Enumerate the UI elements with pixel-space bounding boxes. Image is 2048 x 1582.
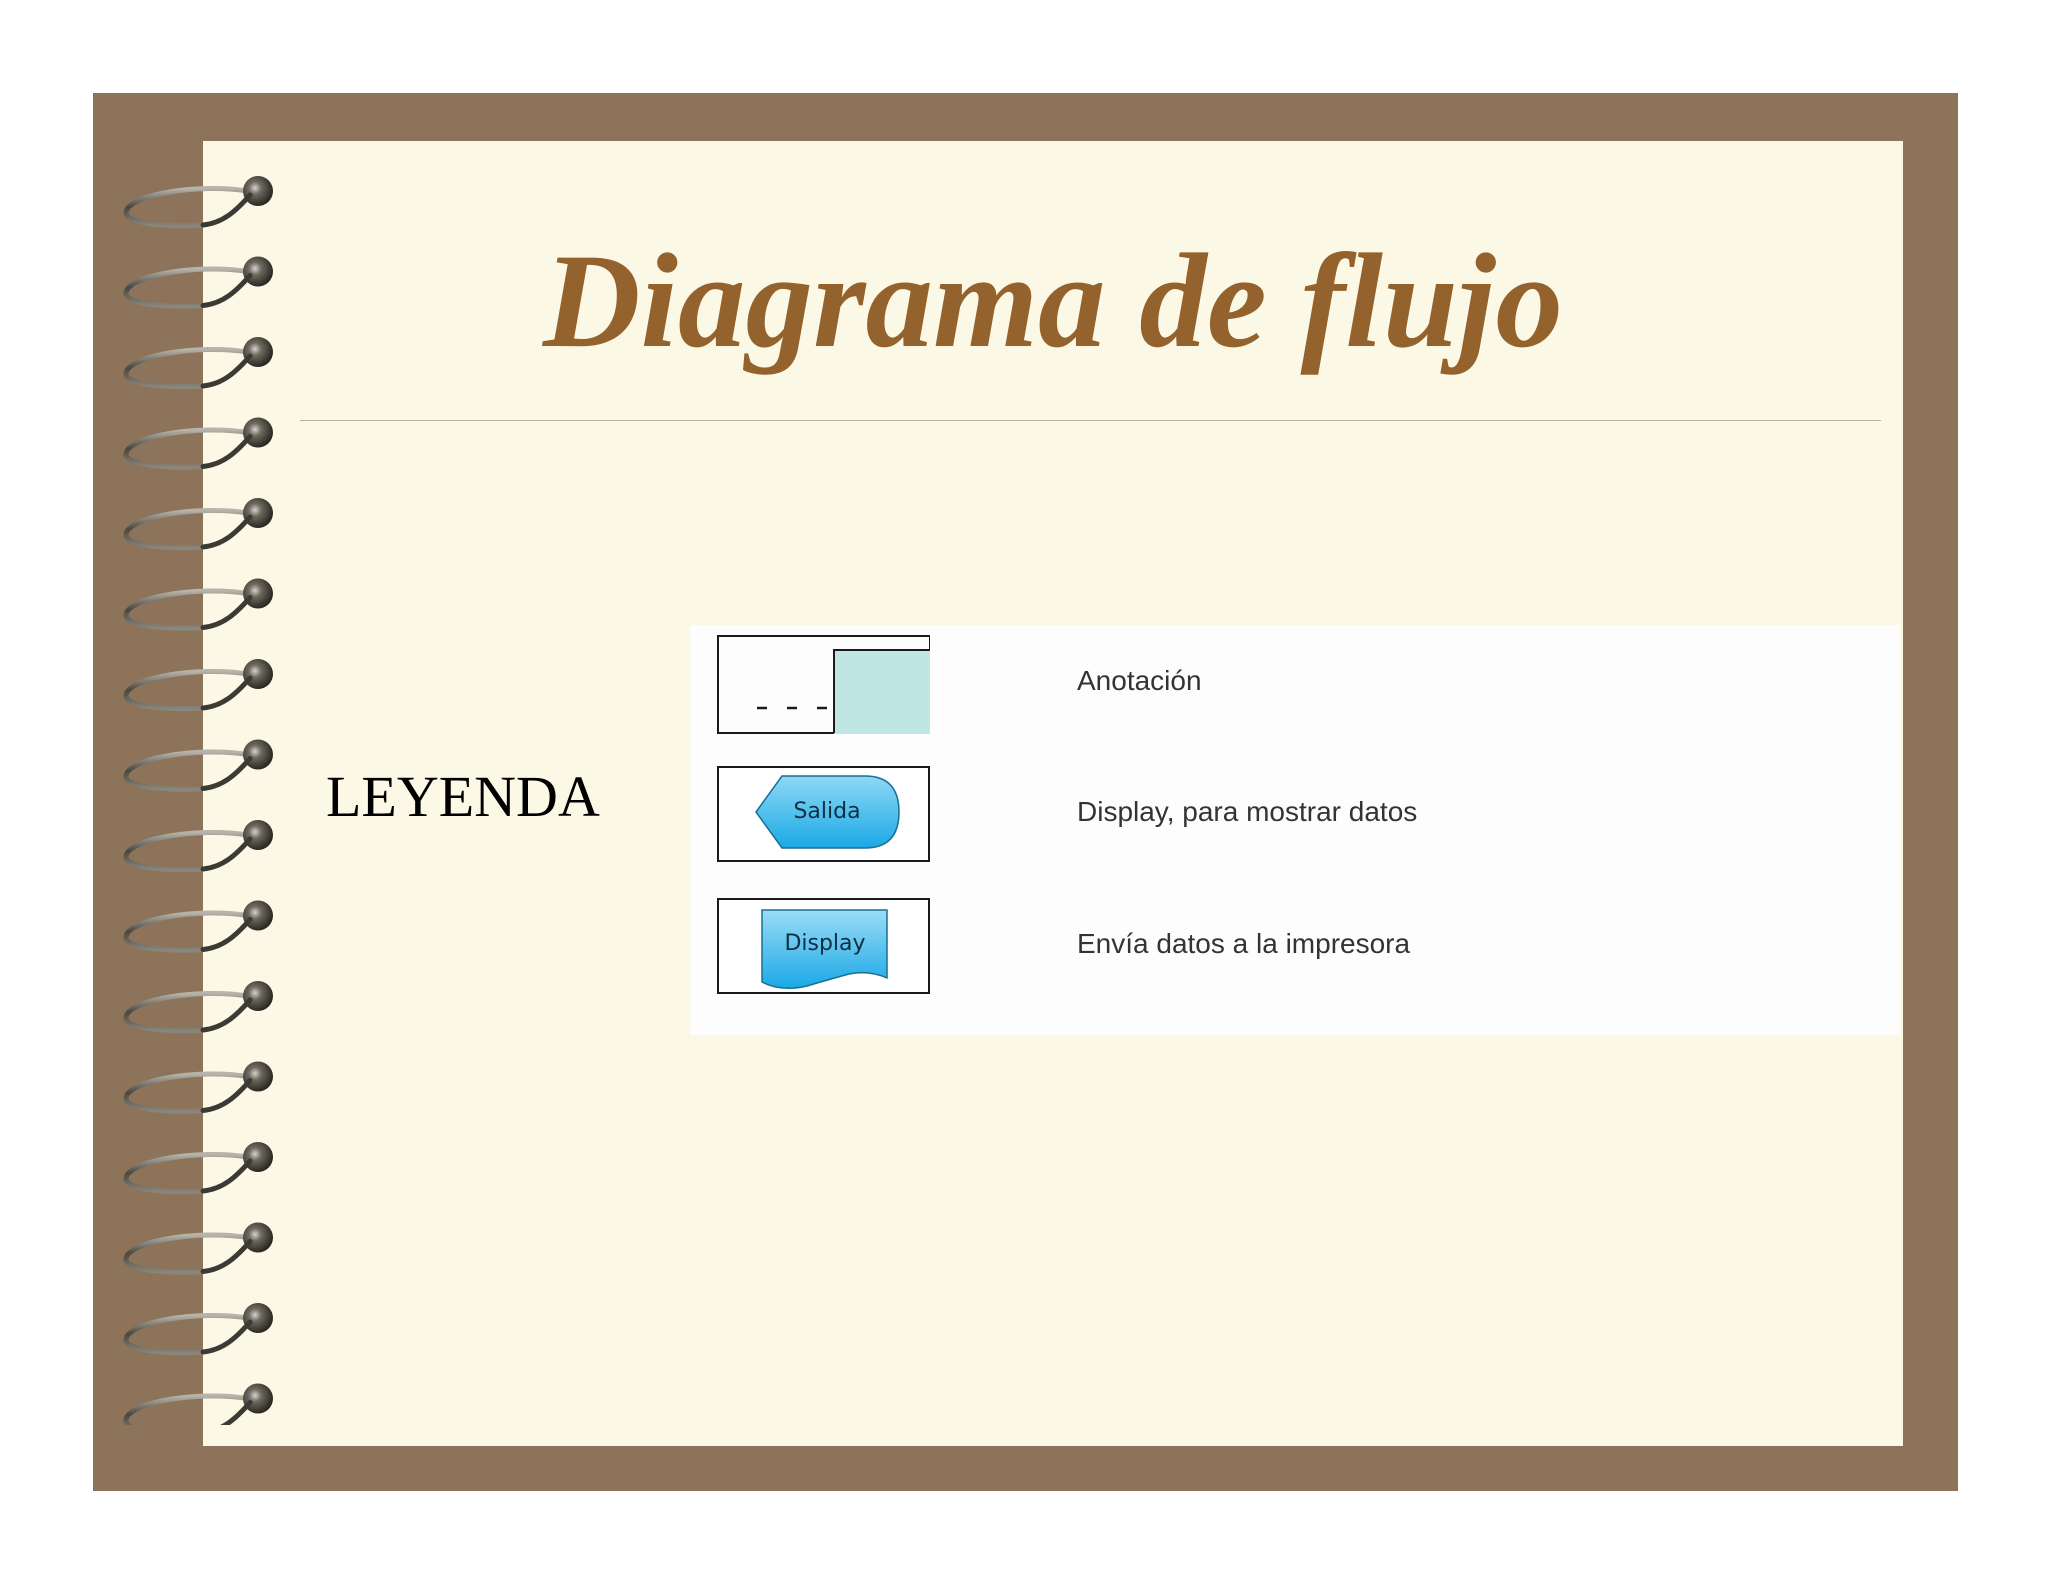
slide-title: Diagrama de flujo xyxy=(542,227,1563,376)
legend-description: Anotación xyxy=(1077,665,1202,696)
spiral-coil xyxy=(123,1222,273,1275)
title-divider xyxy=(300,420,1881,421)
legend-row-annotation: Anotación xyxy=(690,625,1900,734)
document-symbol-text: Display xyxy=(784,931,865,956)
document-symbol-icon: Display xyxy=(761,909,888,989)
spiral-coil xyxy=(123,1061,273,1114)
spiral-coil xyxy=(123,417,273,470)
notebook-page: Diagrama de flujo LEYENDA xyxy=(203,141,1903,1446)
legend-symbol-box: Salida xyxy=(717,766,930,862)
spiral-coil xyxy=(123,1142,273,1195)
annotation-symbol-icon xyxy=(717,635,931,734)
legend-row-display: Salida Display, para mostrar datos xyxy=(690,756,1900,862)
legend-heading: LEYENDA xyxy=(326,764,600,829)
spiral-binding xyxy=(123,176,273,1425)
display-symbol-text: Salida xyxy=(793,799,860,824)
spiral-coil xyxy=(123,1383,273,1425)
spiral-coil xyxy=(123,1303,273,1356)
spiral-coil xyxy=(123,739,273,792)
notebook-frame: Diagrama de flujo LEYENDA xyxy=(93,93,1958,1491)
spiral-coil xyxy=(123,578,273,631)
legend-row-document: Display Envía datos a la impresora xyxy=(690,888,1900,994)
spiral-coil xyxy=(123,820,273,873)
spiral-coil xyxy=(123,337,273,390)
legend-symbol-box: Display xyxy=(717,898,930,994)
display-symbol-icon: Salida xyxy=(755,775,900,849)
spiral-coil xyxy=(123,900,273,953)
spiral-coil xyxy=(123,981,273,1034)
legend-description: Display, para mostrar datos xyxy=(1077,796,1418,827)
spiral-coil xyxy=(123,256,273,309)
legend-panel: Anotación Salida xyxy=(690,625,1900,1035)
legend-description: Envía datos a la impresora xyxy=(1077,928,1411,959)
spiral-coil xyxy=(123,498,273,551)
spiral-coil xyxy=(123,659,273,712)
spiral-coil xyxy=(123,176,273,229)
legend-symbol-box xyxy=(717,635,931,734)
